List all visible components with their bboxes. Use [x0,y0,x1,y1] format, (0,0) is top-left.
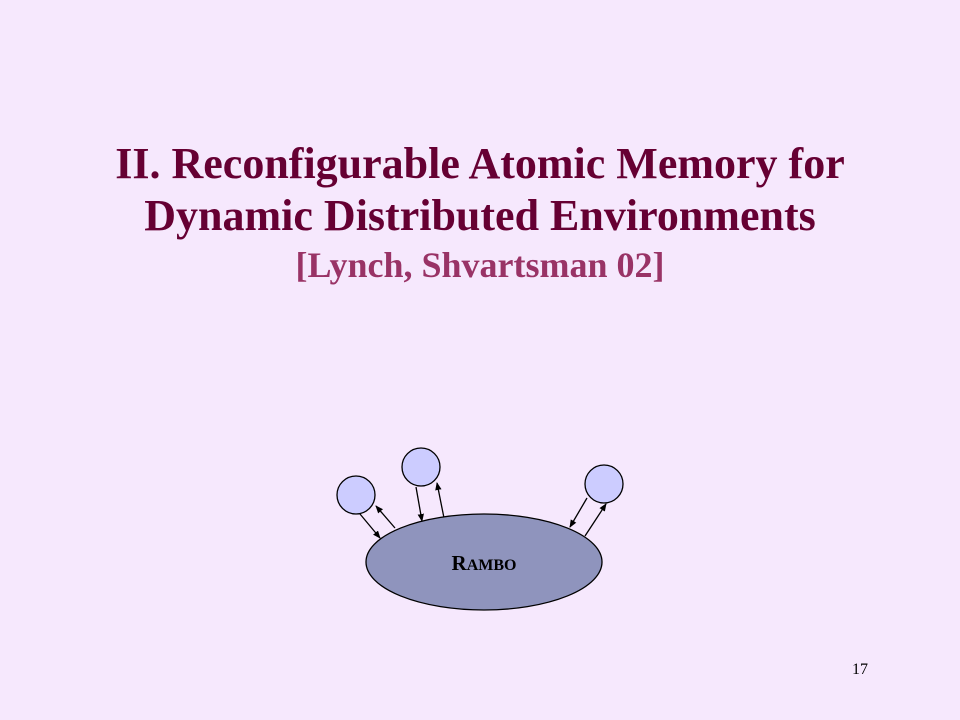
arrow-rambo-to-client3 [584,503,607,537]
rambo-label: RAMBO [452,551,517,575]
slide-title: II. Reconfigurable Atomic Memory for Dyn… [0,138,960,288]
arrow-rambo-to-client2 [435,482,445,519]
client-node-1 [336,475,376,515]
arrow-rambo-to-client1 [375,505,396,529]
arrow-client2-to-rambo [415,486,424,522]
rambo-service-ellipse [365,513,603,611]
rambo-label-initial: R [452,551,468,575]
title-line-1: II. Reconfigurable Atomic Memory for [115,139,845,188]
message-arrows [359,482,607,539]
title-citation: [Lynch, Shvartsman 02] [295,245,665,285]
arrow-client3-to-rambo [569,497,588,528]
title-line-2: Dynamic Distributed Environments [144,191,816,240]
slide-number: 17 [852,661,868,678]
client-node-3 [584,464,624,504]
arrow-client1-to-rambo [359,513,381,539]
rambo-label-rest: AMBO [467,557,517,574]
client-node-2 [401,447,441,487]
